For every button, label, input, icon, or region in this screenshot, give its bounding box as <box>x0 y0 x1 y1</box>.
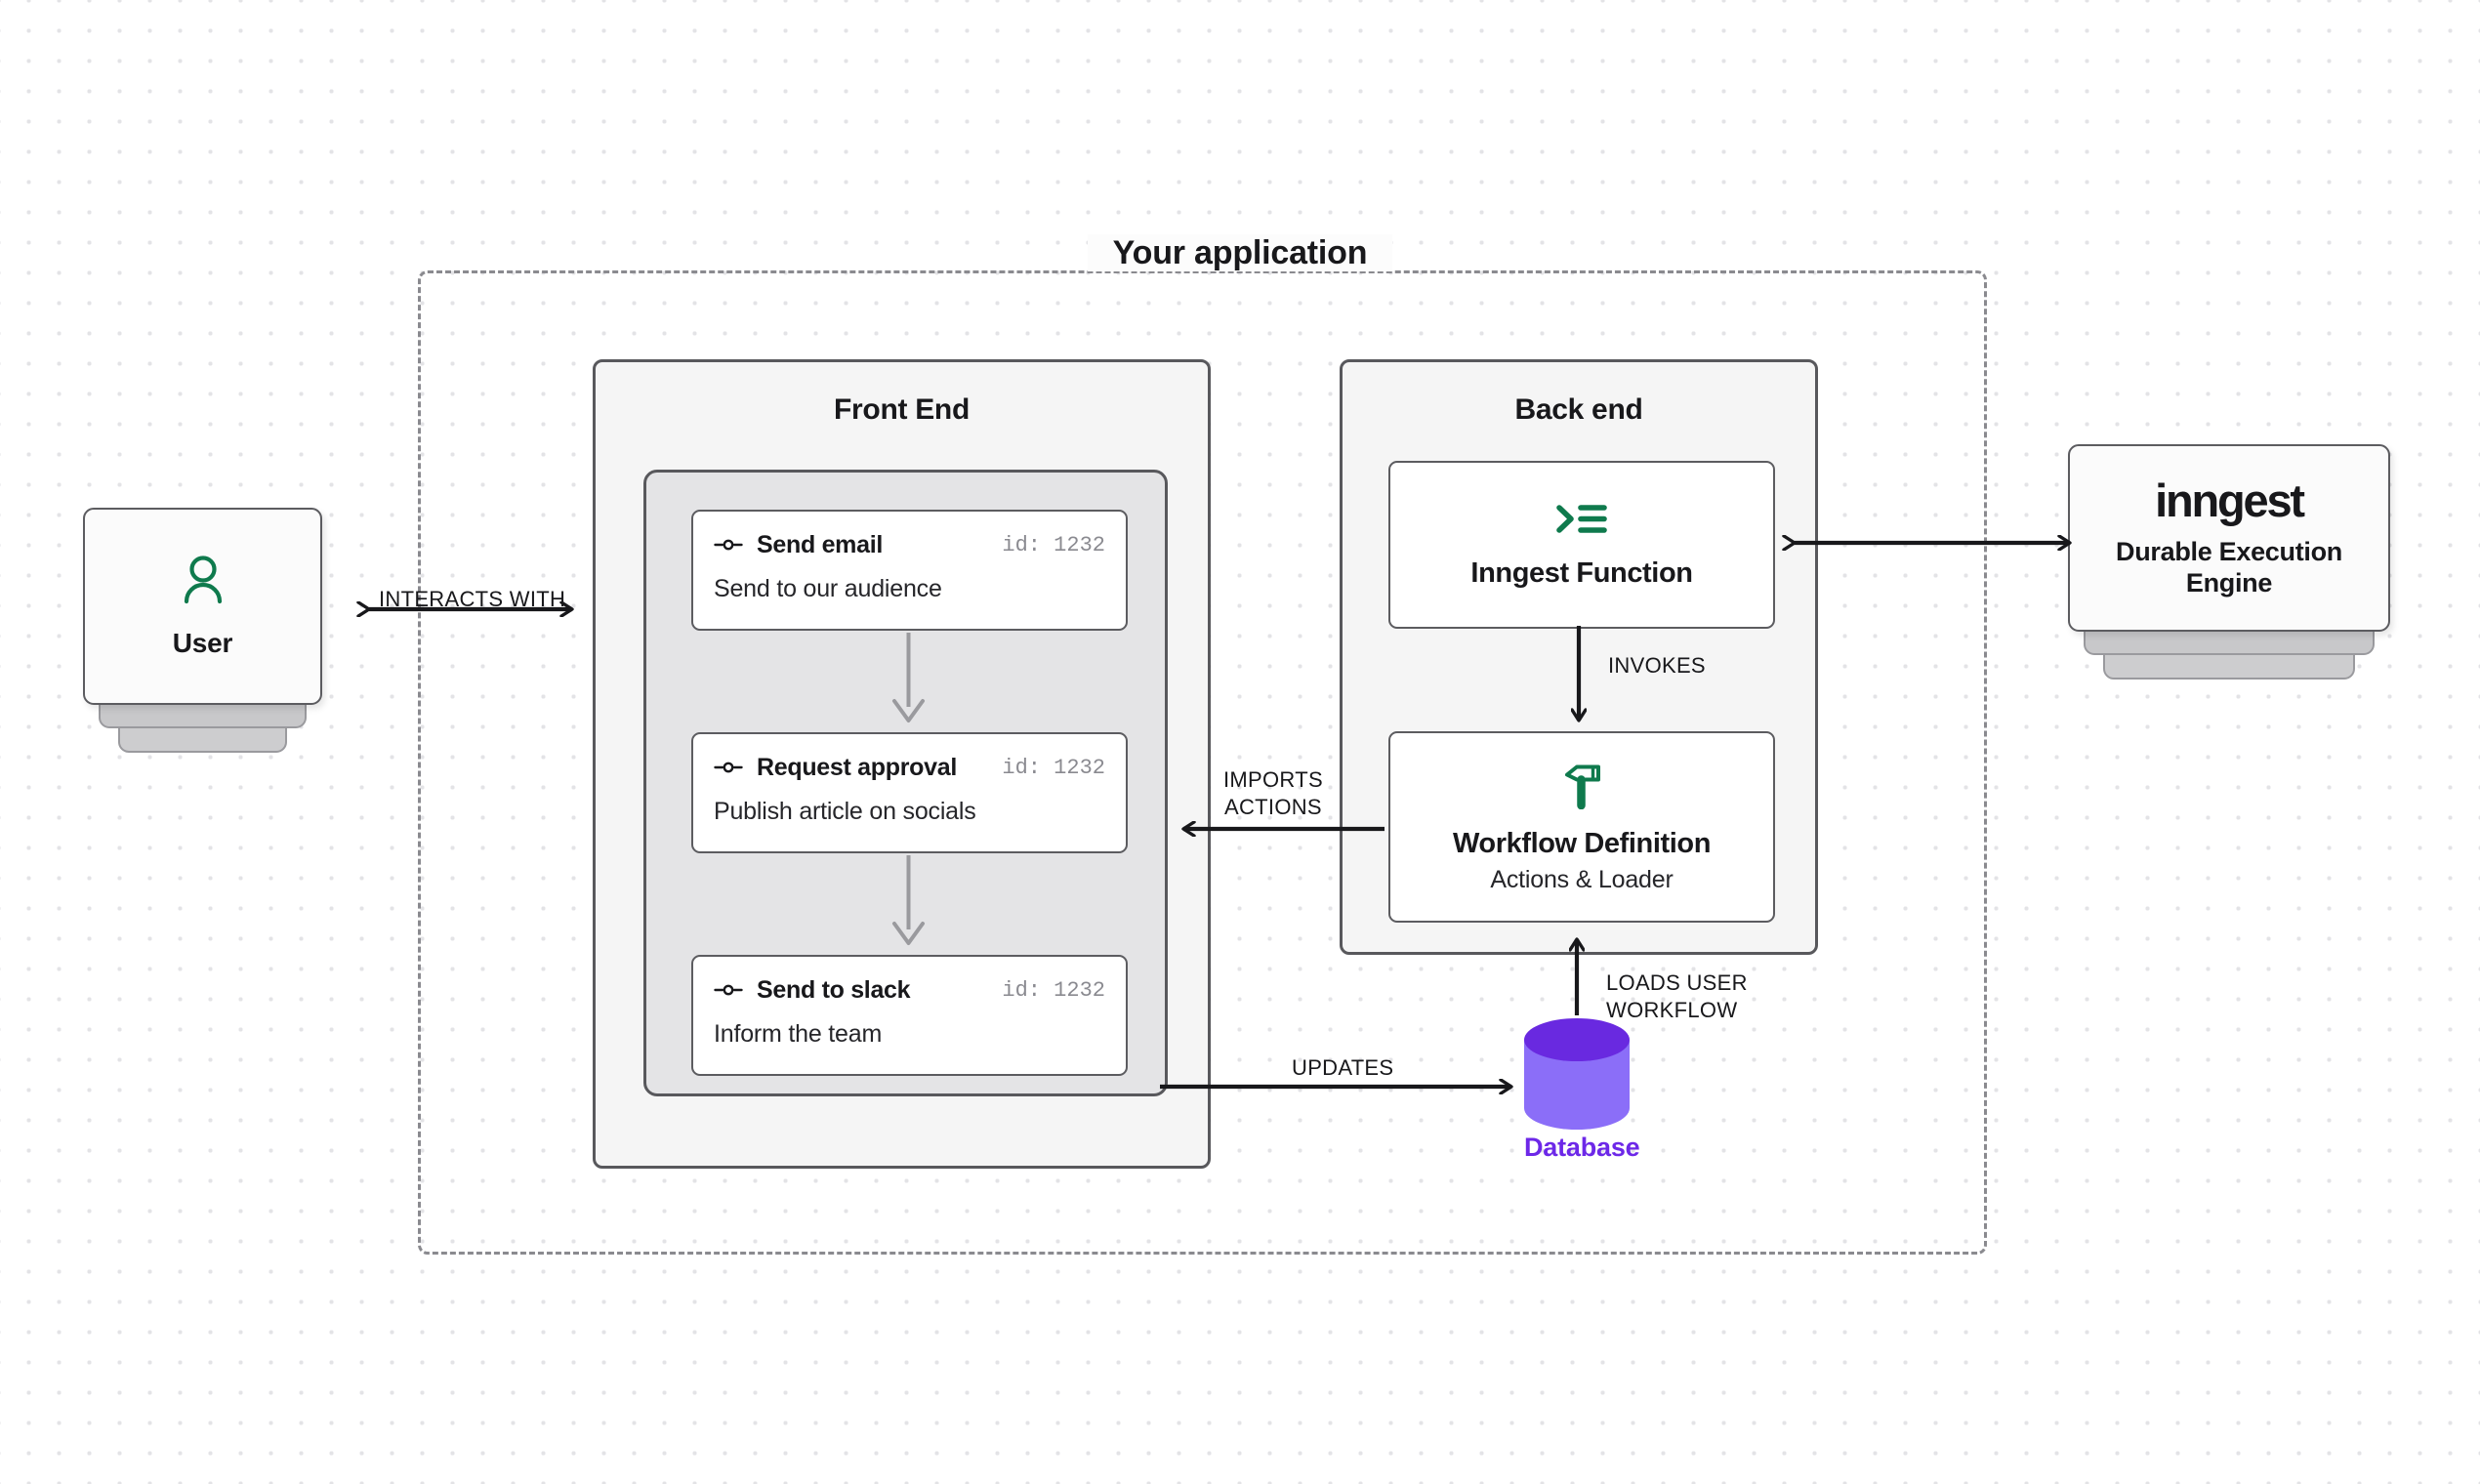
user-label: User <box>172 627 233 658</box>
back-end-title: Back end <box>1514 393 1643 426</box>
workflow-definition-title: Workflow Definition <box>1452 827 1712 859</box>
node-icon <box>714 983 743 997</box>
front-end-title: Front End <box>834 393 970 426</box>
workflow-step-card[interactable]: Request approval id: 1232 Publish articl… <box>691 732 1128 853</box>
terminal-list-icon <box>1555 500 1608 544</box>
workflow-step-title: Send to slack <box>757 975 911 1004</box>
user-card-face: User <box>83 508 322 705</box>
workflow-steps-container: Send email id: 1232 Send to our audience <box>643 470 1168 1096</box>
your-application-title: Your application <box>0 234 2480 272</box>
workflow-step-connector-arrow <box>892 633 925 722</box>
node-icon <box>714 538 743 552</box>
workflow-definition-box[interactable]: Workflow Definition Actions & Loader <box>1388 731 1775 923</box>
workflow-step-description: Inform the team <box>714 1020 883 1048</box>
inngest-engine-card: inngest Durable Execution Engine <box>2068 444 2390 680</box>
database-node[interactable]: Database <box>1524 1018 1640 1163</box>
inngest-subtitle: Durable Execution Engine <box>2116 536 2342 598</box>
hammer-icon <box>1559 761 1604 814</box>
workflow-step-connector-arrow <box>892 855 925 945</box>
inngest-function-box[interactable]: Inngest Function <box>1388 461 1775 629</box>
back-end-panel: Back end Inngest Function Work <box>1340 359 1818 955</box>
your-application-boundary <box>418 270 1987 1255</box>
inngest-function-title: Inngest Function <box>1470 557 1693 589</box>
workflow-step-card[interactable]: Send email id: 1232 Send to our audience <box>691 510 1128 631</box>
user-icon <box>181 555 226 610</box>
workflow-step-id: id: 1232 <box>1002 977 1105 1003</box>
inngest-wordmark: inngest <box>2155 474 2305 526</box>
inngest-card-face: inngest Durable Execution Engine <box>2068 444 2390 632</box>
user-actor-card: User <box>83 508 322 753</box>
workflow-step-id: id: 1232 <box>1002 532 1105 557</box>
database-cylinder-top <box>1524 1018 1630 1061</box>
node-icon <box>714 761 743 774</box>
workflow-step-description: Publish article on socials <box>714 798 976 825</box>
workflow-definition-subtitle: Actions & Loader <box>1490 865 1674 893</box>
database-label: Database <box>1524 1133 1640 1162</box>
workflow-step-title: Send email <box>757 530 883 558</box>
your-application-title-text: Your application <box>1087 234 1393 271</box>
workflow-step-card[interactable]: Send to slack id: 1232 Inform the team <box>691 955 1128 1076</box>
database-cylinder-icon <box>1524 1018 1630 1130</box>
workflow-step-id: id: 1232 <box>1002 755 1105 780</box>
workflow-step-description: Send to our audience <box>714 575 942 602</box>
workflow-step-title: Request approval <box>757 753 957 781</box>
front-end-panel: Front End Send email id: 1232 Send to ou… <box>593 359 1211 1169</box>
